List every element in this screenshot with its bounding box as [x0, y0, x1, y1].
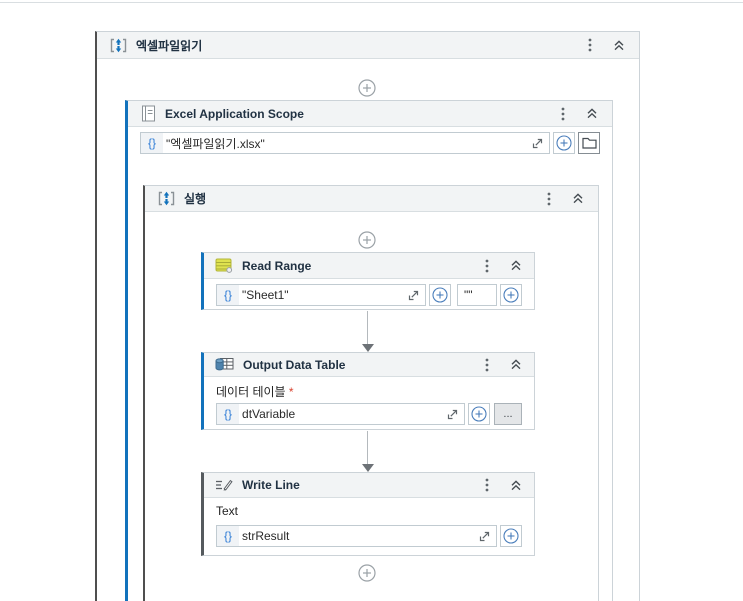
datatable-icon [214, 357, 234, 373]
sequence-title-inner: 실행 [184, 192, 207, 206]
sheet-name-value: "Sheet1" [242, 288, 289, 302]
expand-expression-icon[interactable] [441, 409, 464, 420]
range-value: "" [464, 288, 473, 302]
browse-file-button[interactable] [578, 132, 600, 154]
panel-top-border [0, 2, 743, 3]
workbook-path-add-button[interactable] [553, 132, 575, 154]
sheet-add-button[interactable] [429, 284, 451, 306]
sequence-icon [109, 37, 127, 53]
range-add-button[interactable] [500, 284, 522, 306]
kebab-menu-icon[interactable] [555, 106, 571, 122]
read-range-title: Read Range [242, 258, 312, 273]
sequence-header-outer[interactable]: 엑셀파일읽기 [97, 32, 639, 59]
text-add-button[interactable] [500, 525, 522, 547]
kebab-menu-icon[interactable] [541, 191, 557, 207]
required-mark: * [288, 385, 294, 399]
output-data-table-activity: Output Data Table 데이터 테이블 * {} dtVariabl… [201, 352, 535, 430]
add-activity-button-bottom[interactable] [358, 564, 376, 582]
expression-brace-icon: {} [217, 404, 240, 424]
connector-arrow [362, 464, 374, 472]
workbook-path-value: "엑셀파일읽기.xlsx" [166, 136, 265, 151]
add-activity-button-top[interactable] [358, 79, 376, 97]
text-input-row: {} strResult [216, 525, 522, 547]
write-line-header[interactable]: Write Line [204, 473, 534, 498]
expression-brace-icon: {} [217, 526, 240, 546]
workbook-path-input[interactable]: {} "엑셀파일읽기.xlsx" [140, 132, 550, 154]
datatable-input[interactable]: {} dtVariable [216, 403, 465, 425]
kebab-menu-icon[interactable] [479, 357, 495, 373]
connector-arrow [362, 344, 374, 352]
sequence-header-inner[interactable]: 실행 [145, 186, 598, 212]
datatable-input-row: {} dtVariable ... [216, 403, 522, 425]
collapse-icon[interactable] [508, 258, 524, 274]
datatable-field-label: 데이터 테이블 * [216, 385, 294, 399]
read-range-header[interactable]: Read Range [204, 253, 534, 279]
collapse-icon[interactable] [508, 357, 524, 373]
folder-icon [581, 137, 597, 149]
collapse-icon[interactable] [611, 37, 627, 53]
output-data-table-header[interactable]: Output Data Table [204, 353, 534, 377]
text-field-label: Text [216, 504, 239, 518]
expand-expression-icon[interactable] [402, 290, 425, 301]
workbook-path-row: {} "엑셀파일읽기.xlsx" [140, 132, 600, 154]
datatable-value: dtVariable [242, 407, 296, 421]
add-activity-button-middle[interactable] [358, 231, 376, 249]
kebab-menu-icon[interactable] [479, 258, 495, 274]
workbook-icon [140, 105, 156, 122]
output-data-table-title: Output Data Table [243, 357, 346, 372]
sheet-name-input[interactable]: {} "Sheet1" [216, 284, 426, 306]
expression-brace-icon: {} [141, 133, 164, 153]
connector-line [367, 431, 368, 464]
sequence-icon [157, 191, 175, 207]
expand-expression-icon[interactable] [473, 531, 496, 542]
read-range-activity: Read Range {} "Sheet1" "" [201, 252, 535, 310]
write-line-activity: Write Line Text {} strResult [201, 472, 535, 556]
text-value: strResult [242, 529, 290, 543]
write-line-title: Write Line [242, 478, 300, 492]
expression-brace-icon: {} [217, 285, 240, 305]
sequence-title-outer: 엑셀파일읽기 [136, 38, 203, 53]
collapse-icon[interactable] [570, 191, 586, 207]
write-line-icon [214, 477, 233, 493]
kebab-menu-icon[interactable] [582, 37, 598, 53]
connector-line [367, 311, 368, 344]
read-range-inputs-row: {} "Sheet1" "" [216, 284, 522, 306]
datatable-ellipsis-button[interactable]: ... [494, 403, 522, 425]
range-input[interactable]: "" [457, 284, 497, 306]
spreadsheet-icon [214, 258, 233, 274]
collapse-icon[interactable] [584, 106, 600, 122]
text-input[interactable]: {} strResult [216, 525, 497, 547]
excel-scope-header[interactable]: Excel Application Scope [128, 101, 612, 127]
datatable-add-button[interactable] [468, 403, 490, 425]
collapse-icon[interactable] [508, 477, 524, 493]
expand-expression-icon[interactable] [526, 138, 549, 149]
kebab-menu-icon[interactable] [479, 477, 495, 493]
excel-scope-title: Excel Application Scope [165, 106, 304, 121]
